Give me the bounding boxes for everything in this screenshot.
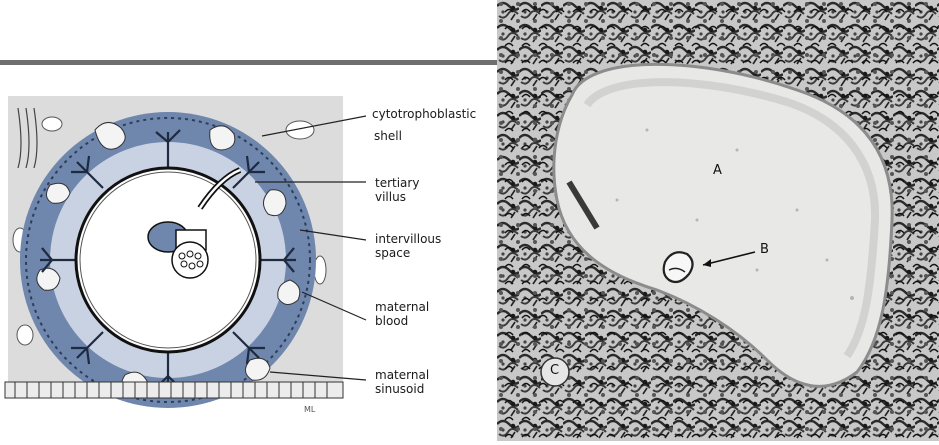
label-shell-line2: shell xyxy=(374,129,476,143)
label-villus-line2: villus xyxy=(375,190,419,204)
label-maternal-blood: maternal blood xyxy=(375,300,429,328)
micrograph-image xyxy=(497,0,939,441)
illustrator-credit: ML xyxy=(304,403,315,417)
label-sinusoid-line2: sinusoid xyxy=(375,382,429,396)
label-tertiary-villus: tertiary villus xyxy=(375,176,419,204)
label-space-line2: space xyxy=(375,246,441,260)
label-blood-line2: blood xyxy=(375,314,429,328)
label-cytotrophoblastic-shell: cytotrophoblastic shell xyxy=(372,107,476,143)
yolk-sac xyxy=(172,242,208,278)
maternal-sinusoid-epithelium xyxy=(5,382,343,398)
label-blood-line1: maternal xyxy=(375,300,429,314)
micrograph-label-b: B xyxy=(760,242,769,257)
label-intervillous-space: intervillous space xyxy=(375,232,441,260)
chorionic-vesicle-diagram: cytotrophoblastic shell tertiary villus … xyxy=(0,90,495,441)
label-space-line1: intervillous xyxy=(375,232,441,246)
micrograph-panel: A B C xyxy=(497,0,939,441)
micrograph-label-a: A xyxy=(713,163,722,178)
label-villus-line1: tertiary xyxy=(375,176,419,190)
micrograph-label-c: C xyxy=(550,363,559,378)
label-shell-line1: cytotrophoblastic xyxy=(372,107,476,121)
chorionic-plate xyxy=(76,168,260,352)
label-maternal-sinusoid: maternal sinusoid xyxy=(375,368,429,396)
label-sinusoid-line1: maternal xyxy=(375,368,429,382)
